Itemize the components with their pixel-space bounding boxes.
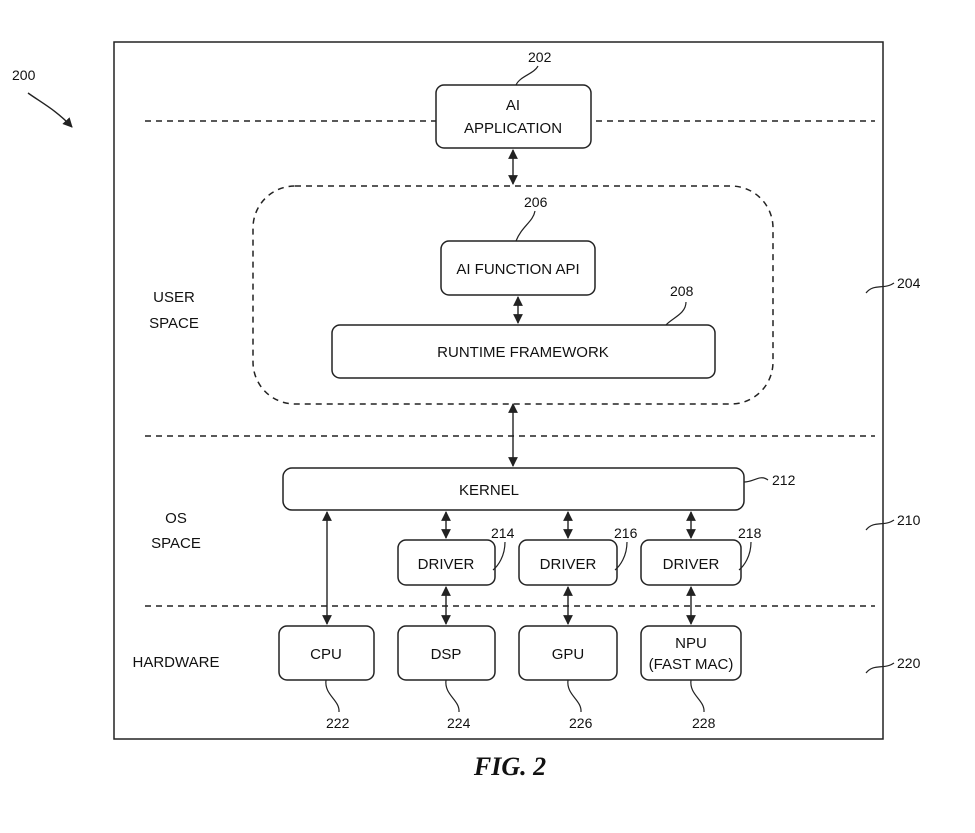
leader-224 xyxy=(445,679,460,713)
npu-label-line2: (FAST MAC) xyxy=(649,656,734,673)
driver-box-3 xyxy=(640,539,742,586)
figure-caption: FIG. 2 xyxy=(473,752,546,781)
system-frame xyxy=(113,41,884,740)
kernel-box xyxy=(282,467,745,511)
ref-222: 222 xyxy=(326,715,350,731)
leader-212 xyxy=(743,477,769,483)
leader-218 xyxy=(738,541,752,571)
leader-202 xyxy=(515,65,539,86)
kernel-label: KERNEL xyxy=(459,482,519,499)
ai-application-label-line2: APPLICATION xyxy=(464,120,562,137)
ai-application-box xyxy=(435,84,592,149)
npu-label-line1: NPU xyxy=(675,635,707,652)
leader-210 xyxy=(865,519,895,531)
driver-box-2 xyxy=(518,539,618,586)
ref-204: 204 xyxy=(897,275,921,291)
ref-218: 218 xyxy=(738,525,762,541)
figure-number-label: 200 xyxy=(12,67,36,83)
hardware-label: HARDWARE xyxy=(133,654,220,671)
ref-214: 214 xyxy=(491,525,515,541)
ai-function-api-label: AI FUNCTION API xyxy=(456,261,579,278)
ref-212: 212 xyxy=(772,472,796,488)
ref-228: 228 xyxy=(692,715,716,731)
ai-application-label-line1: AI xyxy=(506,97,520,114)
cpu-box xyxy=(278,625,375,681)
leader-228 xyxy=(690,679,705,713)
user-space-group xyxy=(252,185,774,405)
driver-3-label: DRIVER xyxy=(663,556,720,573)
leader-214 xyxy=(492,541,506,571)
cpu-label: CPU xyxy=(310,646,342,663)
leader-206 xyxy=(515,210,536,242)
runtime-framework-label: RUNTIME FRAMEWORK xyxy=(437,344,609,361)
os-space-label-line1: OS xyxy=(165,510,187,527)
ref-206: 206 xyxy=(524,194,548,210)
driver-2-label: DRIVER xyxy=(540,556,597,573)
figure-pointer-arrow xyxy=(27,92,73,128)
driver-box-1 xyxy=(397,539,496,586)
runtime-framework-box xyxy=(331,324,716,379)
ref-210: 210 xyxy=(897,512,921,528)
user-space-label-line2: SPACE xyxy=(149,315,199,332)
ref-208: 208 xyxy=(670,283,694,299)
dsp-box xyxy=(397,625,496,681)
dsp-label: DSP xyxy=(431,646,462,663)
user-space-label-line1: USER xyxy=(153,289,195,306)
ref-224: 224 xyxy=(447,715,471,731)
leader-226 xyxy=(567,679,582,713)
ai-function-api-box xyxy=(440,240,596,296)
os-space-label-line2: SPACE xyxy=(151,535,201,552)
leader-204 xyxy=(865,282,895,294)
leader-222 xyxy=(325,679,340,713)
driver-1-label: DRIVER xyxy=(418,556,475,573)
ref-202: 202 xyxy=(528,49,552,65)
ref-216: 216 xyxy=(614,525,638,541)
ref-220: 220 xyxy=(897,655,921,671)
gpu-label: GPU xyxy=(552,646,585,663)
leader-208 xyxy=(665,301,687,326)
leader-220 xyxy=(865,662,895,674)
leader-216 xyxy=(614,541,628,571)
ref-226: 226 xyxy=(569,715,593,731)
